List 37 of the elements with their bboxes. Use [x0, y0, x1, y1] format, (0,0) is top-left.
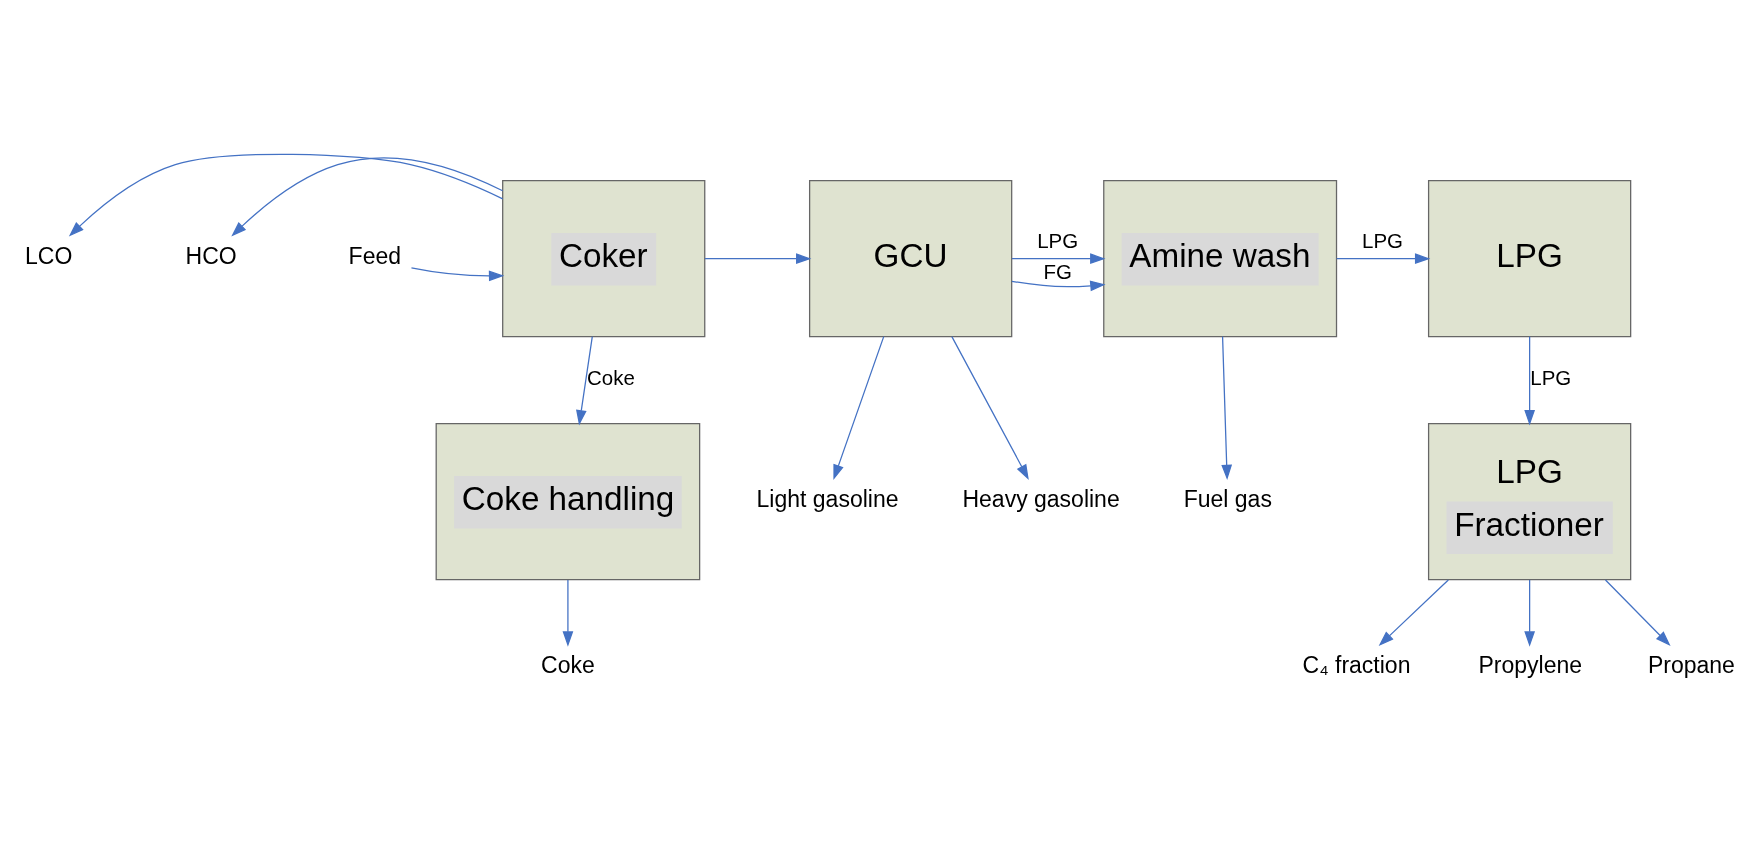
node-text: Coke [541, 652, 595, 679]
node-text: Heavy gasoline [962, 486, 1120, 513]
node-text: C₄ fraction [1302, 652, 1411, 679]
node-text: Fuel gas [1183, 486, 1272, 513]
edge-label: FG [1043, 259, 1072, 283]
node-box: Amine wash [1103, 179, 1338, 338]
node-text: Light gasoline [756, 486, 899, 513]
arrow [410, 267, 505, 282]
arrow [562, 579, 574, 647]
node-text: Propane [1647, 652, 1735, 679]
node-box: Coke handling [435, 422, 701, 581]
arrow [1524, 579, 1535, 647]
node-text: Feed [348, 243, 402, 270]
arrow [704, 253, 812, 264]
arrow [68, 153, 504, 237]
arrow [1604, 579, 1671, 647]
arrow [951, 336, 1029, 480]
arrow [833, 336, 885, 480]
node-text: HCO [185, 243, 237, 270]
edge-label: LPG [1037, 229, 1079, 253]
arrow [1336, 253, 1431, 264]
edge-label: LPG [1362, 229, 1404, 253]
arrow [1221, 336, 1233, 481]
arrow [1378, 579, 1449, 647]
arrow [1524, 336, 1535, 426]
node-box: GCU [809, 179, 1013, 338]
node-text: Propylene [1478, 652, 1583, 679]
node-box: Coker [502, 179, 706, 338]
edge-label: LPG [1530, 365, 1572, 389]
arrow [231, 157, 504, 237]
arrow [1011, 280, 1106, 292]
edge-label: Coke [587, 365, 635, 389]
arrow [1011, 253, 1106, 264]
node-text: LCO [25, 243, 73, 270]
node-box: LPG Fractioner [1427, 422, 1632, 581]
arrow [576, 336, 593, 426]
node-box: LPG [1427, 179, 1632, 338]
